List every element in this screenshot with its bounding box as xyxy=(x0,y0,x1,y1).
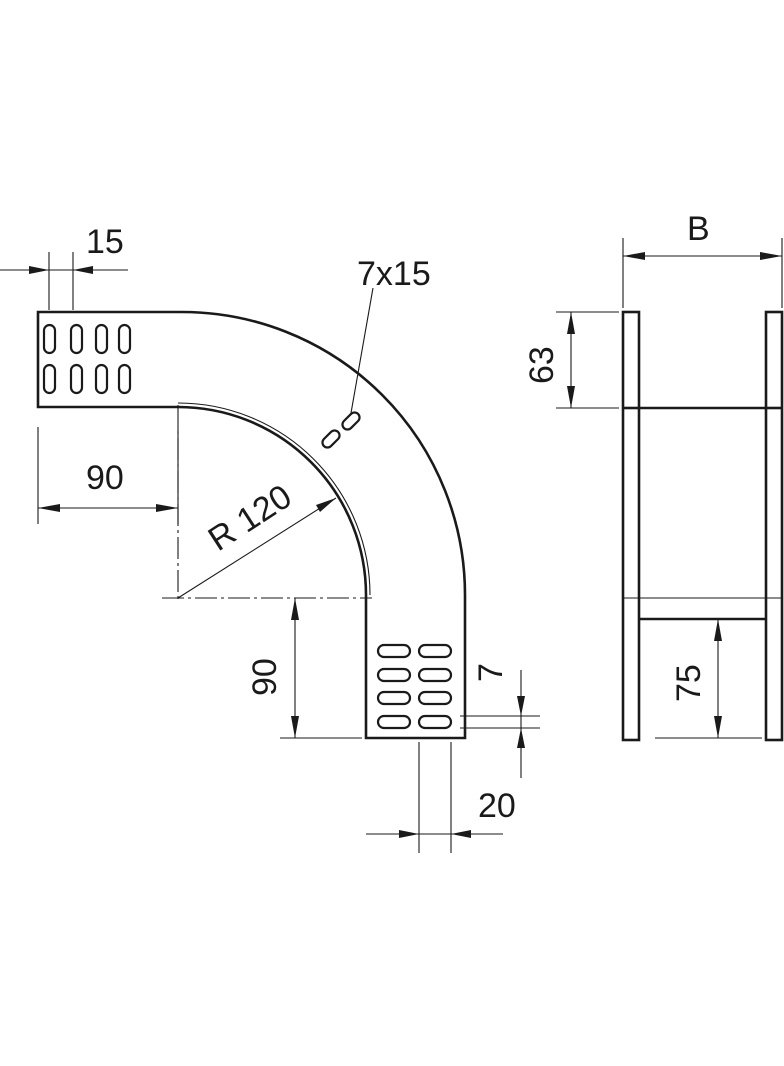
label-7: 7 xyxy=(472,663,510,682)
label-r120: R 120 xyxy=(202,477,299,558)
slots-vertical-leg xyxy=(376,643,453,730)
bend-inner-edge xyxy=(177,402,371,596)
dim-bottom-height: 75 xyxy=(655,619,762,739)
label-90-horizontal: 90 xyxy=(86,459,124,497)
label-7x15: 7x15 xyxy=(357,255,431,293)
end-view-right-flange xyxy=(764,310,784,742)
bend-outline xyxy=(36,310,467,740)
label-90-vertical: 90 xyxy=(246,658,284,696)
dim-straight-horizontal: 90 xyxy=(37,427,179,524)
slots-bend xyxy=(321,411,361,449)
slots-horizontal-leg xyxy=(42,323,132,395)
dim-bend-radius: R 120 xyxy=(177,477,337,599)
label-20: 20 xyxy=(478,787,516,825)
dim-straight-vertical: 90 xyxy=(246,598,362,739)
end-view-left-flange xyxy=(621,310,641,742)
dim-slot-offset-bottom: 20 xyxy=(366,742,516,853)
dim-width: B xyxy=(622,210,783,308)
label-15: 15 xyxy=(86,223,124,261)
end-view xyxy=(621,310,784,742)
label-b: B xyxy=(687,210,710,248)
dim-slot-height: 7 xyxy=(460,663,540,778)
bend-top-view xyxy=(36,310,467,740)
label-63: 63 xyxy=(523,346,561,384)
dim-slot-size: 7x15 xyxy=(350,255,431,414)
dim-slot-offset-top: 15 xyxy=(0,223,128,310)
dim-side-height: 63 xyxy=(523,311,619,409)
label-75: 75 xyxy=(670,664,708,702)
